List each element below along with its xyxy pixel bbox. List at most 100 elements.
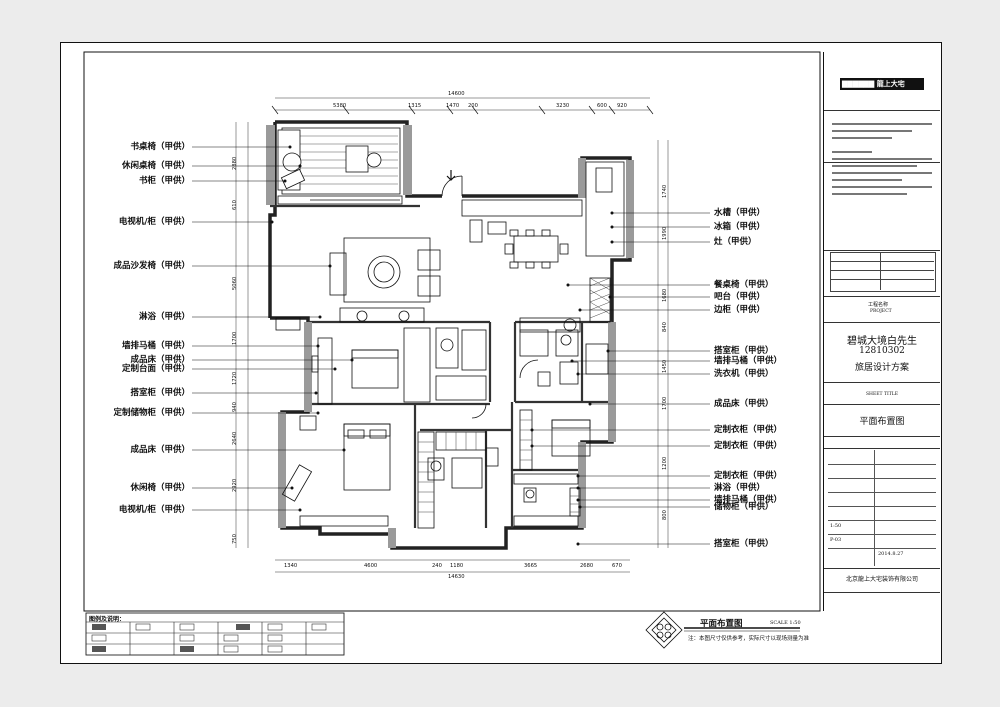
left-leader-dot-8	[333, 367, 337, 371]
sheet-number: P-03	[830, 537, 842, 543]
left-leader-dot-10	[316, 411, 320, 415]
left-label-13: 电视机/柜（甲供）	[118, 505, 190, 515]
right-leader-dot-16	[576, 542, 580, 546]
right-leader-dot-2	[610, 240, 614, 244]
left-label-4: 成品沙发椅（甲供）	[113, 261, 190, 271]
left-leader-dot-3	[270, 220, 274, 224]
right-label-1: 冰箱（甲供）	[714, 222, 766, 232]
plan-note: 注：本图尺寸仅供参考，实际尺寸以现场测量为准	[688, 636, 810, 642]
project-label: 工程名称	[868, 302, 889, 308]
bottom-dim-4: 3665	[524, 563, 538, 569]
left-leader-dot-11	[342, 448, 346, 452]
bottom-dim-2: 240	[432, 563, 442, 569]
left-label-12: 休闲椅（甲供）	[130, 483, 190, 493]
right-leader-dot-7	[570, 359, 574, 363]
left-label-9: 搭室柜（甲供）	[130, 388, 190, 398]
top-dim-2: 1470	[446, 103, 460, 109]
left-leader-dot-6	[316, 344, 320, 348]
right-label-13: 淋浴（甲供）	[714, 483, 766, 493]
brand-name: ▇▇▇▇▇▇ 龍上大宅	[842, 80, 905, 88]
right-leader-dot-11	[530, 444, 534, 448]
right-dim-2: 1680	[662, 288, 668, 302]
brand-logo	[840, 78, 924, 90]
right-dim-4: 1450	[662, 359, 668, 373]
left-leader-dot-7	[350, 358, 354, 362]
left-leader-dot-12	[290, 486, 294, 490]
right-leader-dot-5	[578, 308, 582, 312]
left-dim-1: 610	[232, 200, 238, 210]
bottom-dim-5: 2680	[580, 563, 594, 569]
left-leader-dot-5	[318, 315, 322, 319]
bottom-dim-0: 1340	[284, 563, 298, 569]
right-leader-dot-10	[530, 428, 534, 432]
left-label-1: 休闲桌椅（甲供）	[121, 161, 190, 171]
left-leader-dot-2	[283, 179, 287, 183]
signature-grid	[830, 252, 936, 292]
bottom-dim-6: 670	[612, 563, 622, 569]
left-leader-dot-9	[314, 391, 318, 395]
left-label-3: 电视机/柜（甲供）	[118, 217, 190, 227]
right-dim-3: 840	[662, 322, 668, 332]
sheet-title-en: SHEET TITLE	[865, 392, 899, 397]
right-label-8: 洗衣机（甲供）	[714, 369, 774, 379]
left-label-8: 定制台面（甲供）	[121, 364, 190, 374]
left-leader-dot-13	[298, 508, 302, 512]
right-leader-dot-13	[576, 486, 580, 490]
right-label-2: 灶（甲供）	[714, 237, 757, 247]
right-label-5: 边柜（甲供）	[714, 305, 766, 315]
left-dim-8: 750	[232, 534, 238, 544]
scale-value: 1:50	[830, 523, 842, 529]
right-label-4: 吧台（甲供）	[714, 292, 766, 302]
plan-scale: SCALE 1:50	[770, 620, 801, 626]
right-label-10: 定制衣柜（甲供）	[714, 425, 783, 435]
right-label-14: 墙排马桶（甲供）	[714, 495, 783, 505]
left-label-6: 墙排马桶（甲供）	[121, 341, 190, 351]
left-label-5: 淋浴（甲供）	[138, 312, 190, 322]
left-label-0: 书桌椅（甲供）	[130, 142, 190, 152]
left-label-10: 定制储物柜（甲供）	[113, 408, 190, 418]
project-label-en: PROJECT	[870, 309, 892, 314]
right-dim-1: 1990	[662, 226, 668, 240]
design-scheme: 旅居设计方案	[854, 363, 909, 373]
right-label-7: 墙排马桶（甲供）	[714, 356, 783, 366]
left-dim-5: 940	[232, 402, 238, 412]
company-name: 北京龍上大宅装饰有限公司	[845, 576, 918, 583]
right-label-9: 成品床（甲供）	[714, 399, 774, 409]
sheet-border	[60, 42, 942, 664]
right-label-3: 餐桌椅（甲供）	[714, 280, 774, 290]
right-dim-6: 1200	[662, 456, 668, 470]
left-dim-7: 2920	[232, 478, 238, 492]
title-block: ▇▇▇▇▇▇ 龍上大宅 工	[823, 52, 940, 611]
bottom-dim-3: 1180	[450, 563, 464, 569]
date-value: 2014.8.27	[878, 551, 904, 557]
right-leader-dot-12	[576, 474, 580, 478]
legend-title: 图例及说明：	[89, 616, 126, 623]
right-dim-5: 1700	[662, 396, 668, 410]
bottom-total-dimension: 14630	[448, 574, 465, 580]
right-leader-dot-4	[608, 295, 612, 299]
left-dim-6: 2640	[232, 431, 238, 445]
left-leader-dot-4	[328, 264, 332, 268]
plan-title: 平面布置图	[700, 619, 743, 629]
right-label-16: 搭室柜（甲供）	[714, 539, 774, 549]
right-label-0: 水槽（甲供）	[714, 208, 766, 218]
right-leader-dot-3	[566, 283, 570, 287]
left-dim-0: 2880	[232, 156, 238, 170]
left-label-11: 成品床（甲供）	[130, 445, 190, 455]
top-dim-3: 200	[468, 103, 478, 109]
top-dim-0: 5380	[333, 103, 347, 109]
project-name: 碧城大境白先生	[847, 336, 917, 347]
left-label-2: 书柜（甲供）	[138, 176, 190, 186]
top-dim-1: 1315	[408, 103, 422, 109]
project-code: 12810302	[859, 346, 905, 356]
right-leader-dot-8	[576, 372, 580, 376]
info-grid: P-03 1:50 2014.8.27	[828, 450, 936, 566]
sheet-title: 平面布置图	[859, 417, 905, 427]
right-leader-dot-6	[606, 349, 610, 353]
right-leader-dot-15	[578, 505, 582, 509]
bottom-dim-1: 4600	[364, 563, 378, 569]
left-dim-2: 5060	[232, 276, 238, 290]
notes-lines	[832, 118, 932, 200]
